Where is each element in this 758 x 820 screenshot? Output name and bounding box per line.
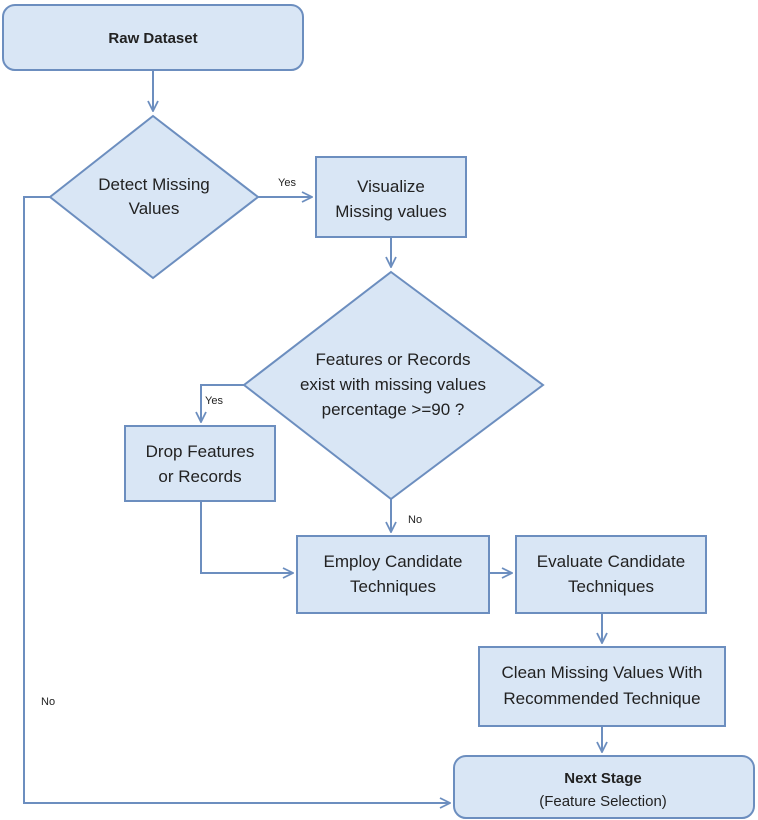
visualize-missing-line-2: Missing values xyxy=(335,202,447,221)
features-records-line-3: percentage >=90 ? xyxy=(322,400,465,419)
edges xyxy=(23,70,602,803)
edge-features-yes-to-drop xyxy=(201,384,244,422)
drop-features-line-1: Drop Features xyxy=(146,442,255,461)
employ-candidate-line-2: Techniques xyxy=(350,577,436,596)
evaluate-candidate-node: Evaluate Candidate Techniques xyxy=(515,535,707,614)
clean-missing-line-2: Recommended Technique xyxy=(503,689,700,708)
edge-detect-no-to-next xyxy=(23,196,450,803)
raw-dataset-shape xyxy=(2,4,304,71)
detect-missing-shape xyxy=(48,114,260,280)
raw-dataset-node: Raw Dataset xyxy=(2,4,304,71)
features-records-line-1: Features or Records xyxy=(316,350,471,369)
clean-missing-line-1: Clean Missing Values With xyxy=(502,663,703,682)
evaluate-candidate-line-2: Techniques xyxy=(568,577,654,596)
visualize-missing-node: Visualize Missing values xyxy=(315,156,467,238)
detect-yes-label: Yes xyxy=(278,177,296,189)
features-records-line-2: exist with missing values xyxy=(300,375,486,394)
next-stage-title: Next Stage xyxy=(564,770,642,787)
visualize-missing-shape xyxy=(315,156,467,238)
raw-dataset-label: Raw Dataset xyxy=(108,30,197,47)
employ-candidate-node: Employ Candidate Techniques xyxy=(296,535,490,614)
employ-candidate-shape xyxy=(296,535,490,614)
detect-missing-node: Detect Missing Values xyxy=(48,114,260,280)
next-stage-node: Next Stage (Feature Selection) xyxy=(453,755,755,819)
edge-drop-to-employ xyxy=(200,502,293,573)
drop-features-shape xyxy=(124,425,276,502)
drop-features-line-2: or Records xyxy=(158,467,241,486)
evaluate-candidate-line-1: Evaluate Candidate xyxy=(537,552,685,571)
features-records-shape xyxy=(242,270,545,501)
detect-no-label: No xyxy=(41,696,55,708)
employ-candidate-line-1: Employ Candidate xyxy=(324,552,463,571)
visualize-missing-line-1: Visualize xyxy=(357,177,425,196)
clean-missing-node: Clean Missing Values With Recommended Te… xyxy=(478,646,726,727)
clean-missing-shape xyxy=(478,646,726,727)
detect-missing-line-2: Values xyxy=(129,199,180,218)
drop-features-node: Drop Features or Records xyxy=(124,425,276,502)
features-no-label: No xyxy=(408,514,422,526)
next-stage-shape xyxy=(453,755,755,819)
next-stage-subtitle: (Feature Selection) xyxy=(539,793,667,810)
detect-missing-line-1: Detect Missing xyxy=(98,175,209,194)
evaluate-candidate-shape xyxy=(515,535,707,614)
features-yes-label: Yes xyxy=(205,395,223,407)
features-records-node: Features or Records exist with missing v… xyxy=(242,270,545,501)
